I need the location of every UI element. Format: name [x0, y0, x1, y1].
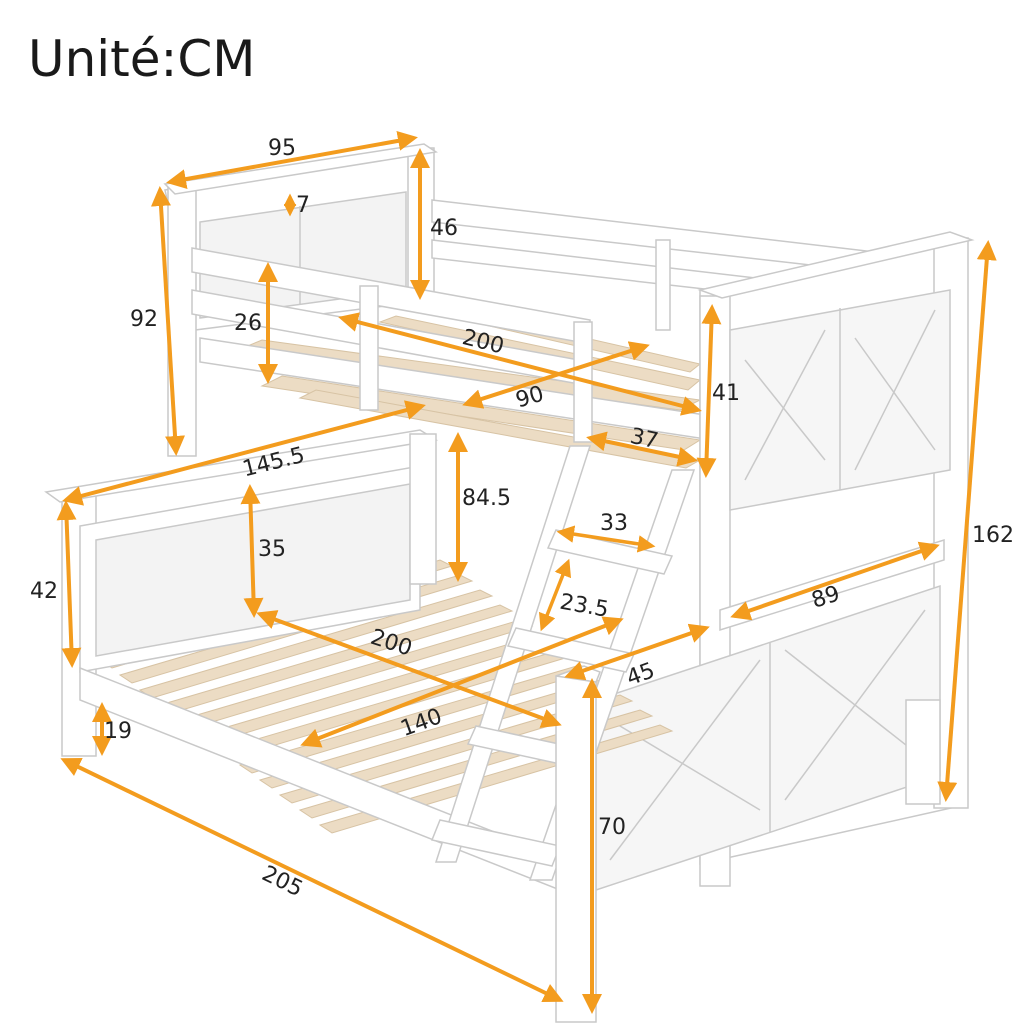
label-top-guardrail-height: 46 — [430, 216, 458, 241]
label-lower-headboard-panel: 35 — [258, 537, 286, 562]
arrow-lower-inner-width — [730, 541, 940, 621]
label-post-height: 70 — [598, 815, 626, 840]
top-front-rail-post — [359, 285, 379, 411]
arrow-top-inner-width — [462, 341, 650, 409]
label-floor-clearance: 19 — [104, 719, 132, 744]
label-ladder-offset: 37 — [628, 424, 661, 454]
label-right-headboard-height: 41 — [712, 381, 740, 406]
label-ladder-step-spacing: 23.5 — [558, 590, 611, 623]
arrow-right-headboard-height — [696, 304, 722, 478]
label-top-headboard-height: 92 — [130, 307, 158, 332]
label-lower-total-width: 145.5 — [240, 443, 307, 482]
label-total-height: 162 — [972, 523, 1014, 548]
arrow-top-width — [166, 130, 418, 190]
label-top-width: 95 — [268, 136, 296, 161]
arrow-ladder-offset — [586, 431, 698, 467]
dimension-arrows — [56, 130, 997, 1014]
unit-title: Unité:CM — [28, 30, 256, 88]
arrow-lower-total-width — [62, 400, 426, 506]
arrow-ladder-step-width — [556, 525, 656, 553]
arrow-total-length — [60, 757, 564, 1003]
label-ladder-step-width: 33 — [600, 511, 628, 536]
arrow-lower-side-height — [56, 500, 82, 668]
label-lower-side-height: 42 — [30, 579, 58, 604]
label-clearance-height: 84.5 — [462, 486, 511, 511]
arrow-total-height — [937, 240, 997, 802]
label-rail-gap: 7 — [296, 193, 310, 218]
label-total-length: 205 — [258, 861, 307, 902]
arrow-ladder-depth — [564, 623, 710, 681]
arrow-lower-headboard-panel — [240, 484, 264, 618]
right-back-leg — [905, 699, 941, 805]
label-top-side-rail: 26 — [234, 311, 262, 336]
